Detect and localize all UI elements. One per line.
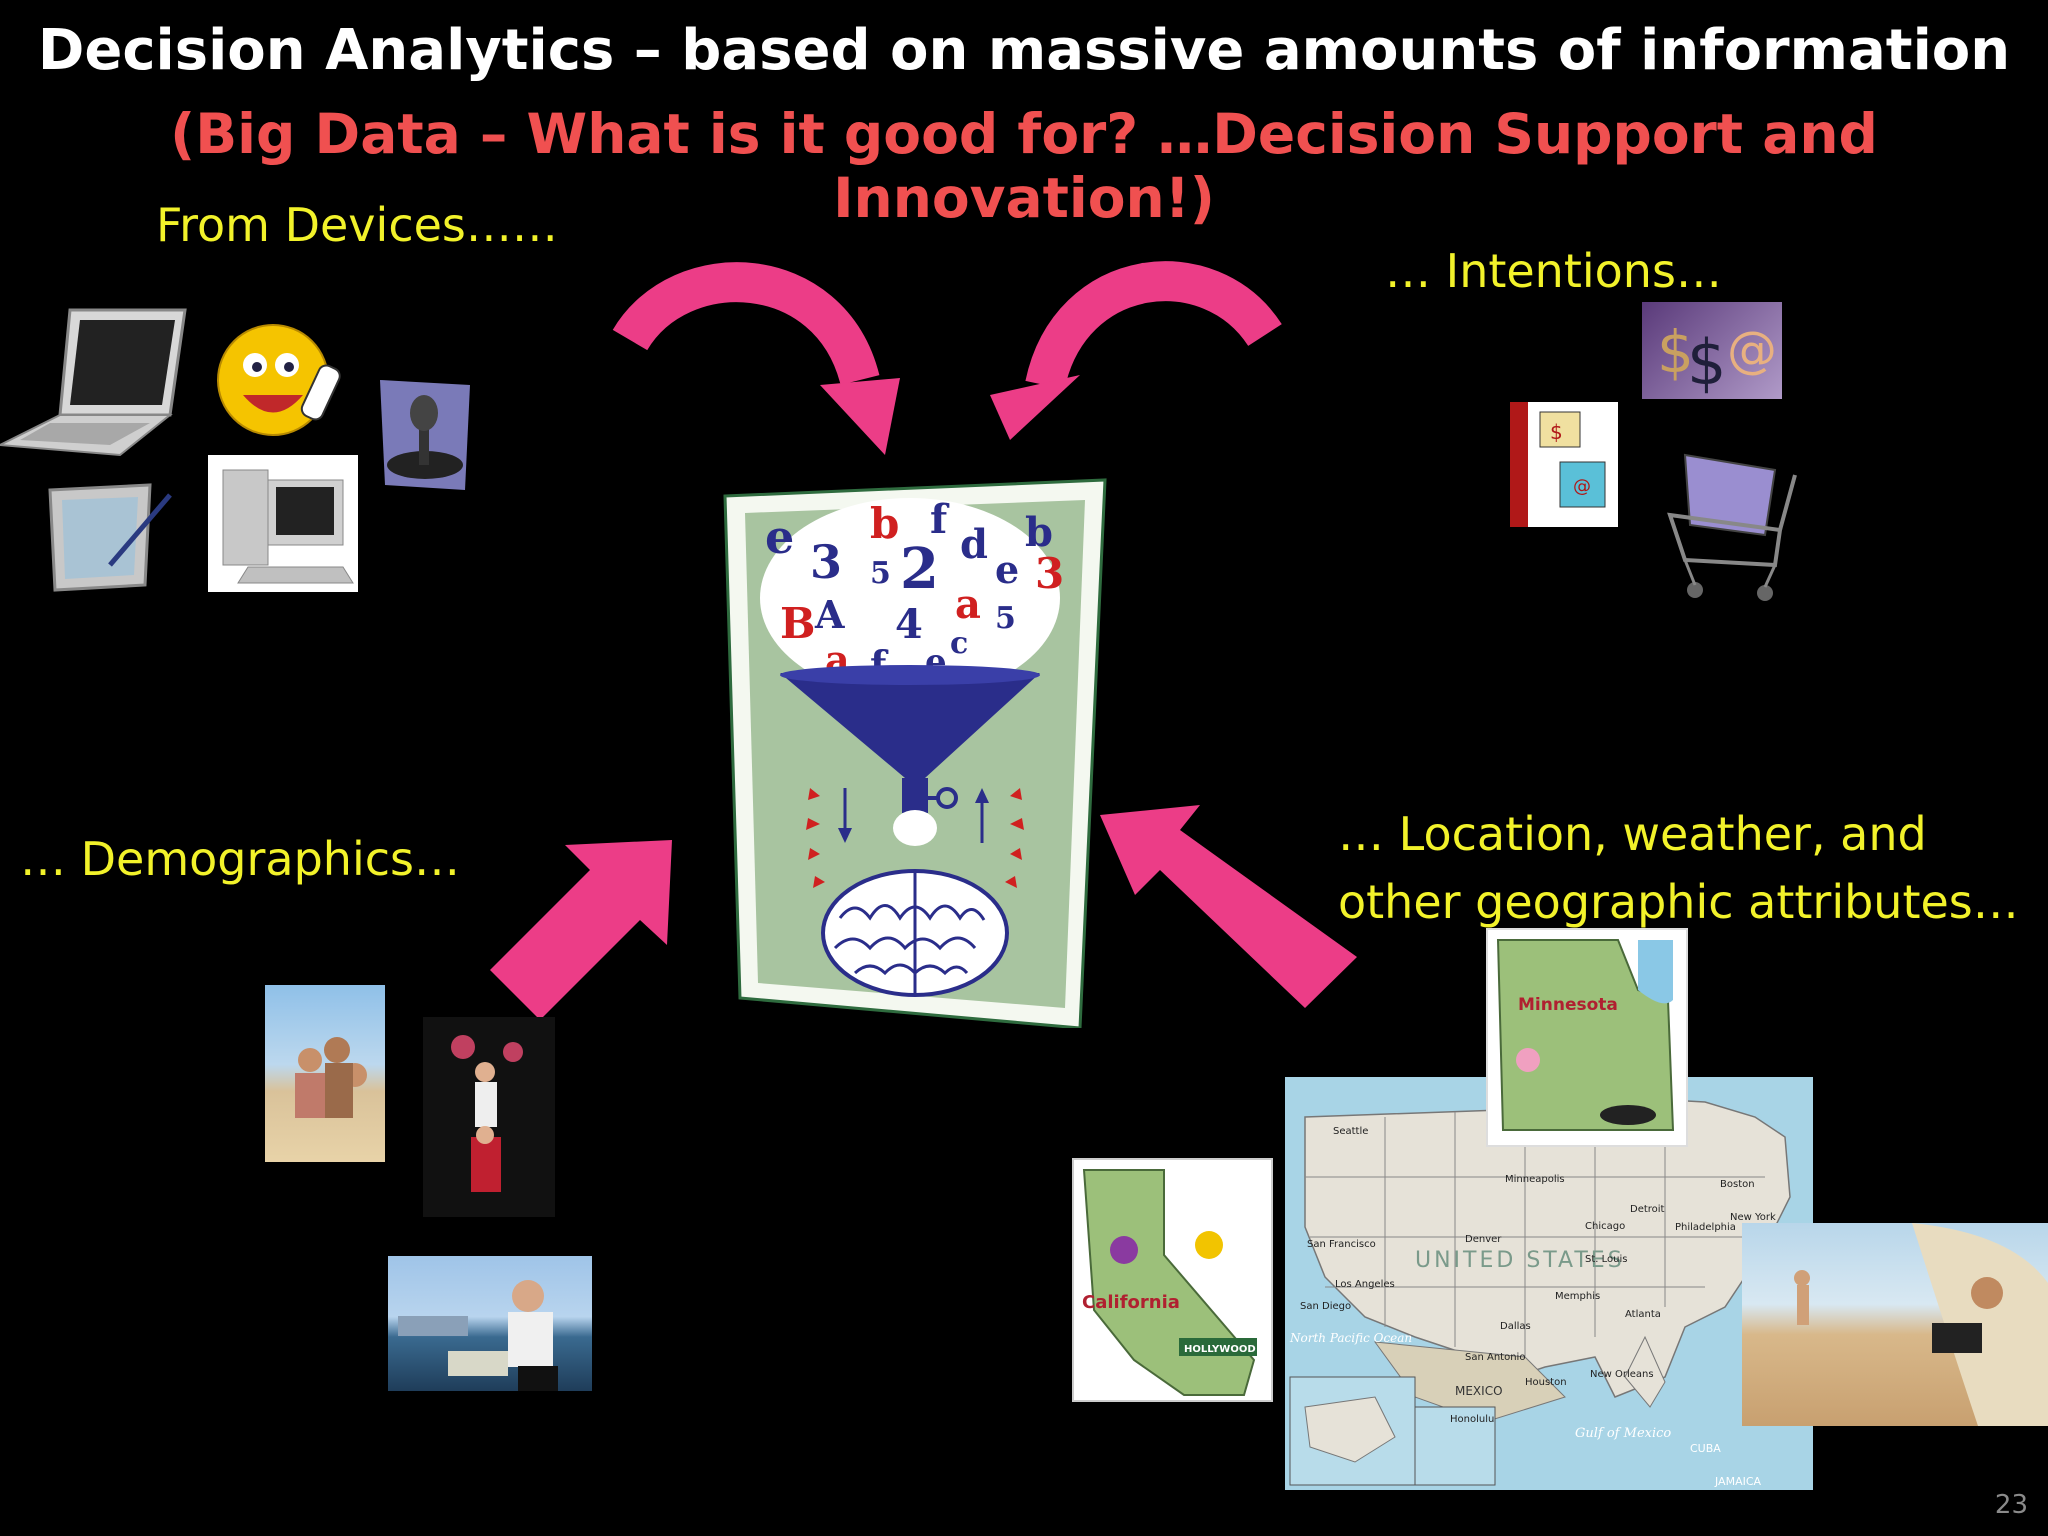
city-label: New York <box>1730 1212 1776 1223</box>
city-label: Denver <box>1465 1234 1502 1245</box>
minnesota-card-image: Minnesota <box>1486 928 1688 1147</box>
map-cuba-label: CUBA <box>1690 1442 1721 1455</box>
smiley-phone-icon <box>217 324 341 436</box>
city-label: Minneapolis <box>1505 1174 1565 1185</box>
funnel-brain-image: e b f d b 3 5 2 e 3 a B A 4 5 a f e c <box>723 478 1107 1028</box>
city-label: San Francisco <box>1307 1239 1376 1250</box>
letter: e <box>765 510 794 564</box>
tablet-pen-icon <box>48 483 172 592</box>
city-label: St. Louis <box>1585 1254 1627 1265</box>
family-beach-photo <box>265 985 385 1162</box>
city-label: Atlanta <box>1625 1309 1661 1320</box>
city-label: Chicago <box>1585 1221 1625 1232</box>
minnesota-label: Minnesota <box>1518 995 1618 1015</box>
slide-subtitle: (Big Data – What is it good for? …Decisi… <box>170 102 1878 230</box>
map-mexico-label: MEXICO <box>1455 1384 1503 1398</box>
label-intentions: … Intentions… <box>1385 244 1722 298</box>
city-label: Seattle <box>1333 1126 1368 1137</box>
brain-icon <box>821 869 1009 997</box>
letter: b <box>870 499 899 548</box>
city-label: Boston <box>1720 1179 1755 1190</box>
slide-title: Decision Analytics – based on massive am… <box>37 18 2011 83</box>
desktop-computer-icon <box>208 455 358 592</box>
cheerleaders-photo <box>423 1017 555 1217</box>
hollywood-label: HOLLYWOOD <box>1184 1344 1256 1355</box>
letter: 3 <box>810 535 842 589</box>
beach-laptop-photo <box>1742 1223 2048 1426</box>
label-location-line2: other geographic attributes… <box>1338 875 2019 929</box>
curved-arrow-left <box>612 262 900 455</box>
city-label: Detroit <box>1630 1204 1665 1215</box>
curved-arrow-right <box>990 261 1282 440</box>
letter: 5 <box>995 601 1016 636</box>
letter: a <box>955 581 981 628</box>
city-label: Honolulu <box>1450 1414 1494 1425</box>
bank-computer-icon: $ @ <box>1510 402 1618 527</box>
city-label: San Antonio <box>1465 1352 1525 1363</box>
california-card-image: California HOLLYWOOD <box>1072 1158 1273 1402</box>
letter: 2 <box>900 536 939 602</box>
california-label: California <box>1082 1292 1180 1313</box>
label-demographics: … Demographics… <box>20 832 460 886</box>
us-map-image: UNITED STATES MEXICO Gulf of Mexico CUBA… <box>1285 1077 1813 1490</box>
svg-text:$: $ <box>1550 420 1563 444</box>
funnel-icon <box>780 665 1040 846</box>
straight-arrow-left <box>490 840 672 1020</box>
label-devices: From Devices…… <box>156 198 558 252</box>
shopping-cart-laptop-icon <box>1667 453 1797 601</box>
svg-text:@: @ <box>1573 476 1591 497</box>
city-label: New Orleans <box>1590 1369 1654 1380</box>
letter: b <box>1025 509 1053 556</box>
city-label: Philadelphia <box>1675 1222 1736 1233</box>
city-label: Memphis <box>1555 1291 1600 1302</box>
map-pacific-label: North Pacific Ocean <box>1289 1331 1412 1345</box>
label-location: … Location, weather, and other geographi… <box>1338 800 2019 936</box>
letter: 4 <box>895 601 923 648</box>
city-label: Dallas <box>1500 1321 1531 1332</box>
letter: 3 <box>1035 549 1064 598</box>
letter: d <box>960 521 988 568</box>
label-location-line1: … Location, weather, and <box>1338 807 1927 861</box>
straight-arrow-right <box>1100 805 1357 1008</box>
letter: 5 <box>870 556 891 591</box>
svg-text:$: $ <box>1687 326 1726 399</box>
laptop-icon <box>0 308 187 457</box>
joystick-icon <box>380 380 470 490</box>
map-jamaica-label: JAMAICA <box>1714 1475 1762 1488</box>
letter: f <box>930 496 950 543</box>
svg-text:@: @ <box>1727 321 1777 379</box>
slide-number: 23 <box>1994 1490 2028 1520</box>
flow-arrows <box>806 788 1024 888</box>
city-label: Houston <box>1525 1377 1567 1388</box>
letter: A <box>814 592 845 637</box>
businessman-laptop-photo <box>388 1256 592 1391</box>
map-country-label: UNITED STATES <box>1415 1248 1625 1273</box>
map-gulf-label: Gulf of Mexico <box>1575 1426 1671 1441</box>
letter: B <box>780 599 816 648</box>
letter: e <box>995 547 1019 592</box>
letter: c <box>950 626 968 661</box>
money-symbols-icon: $ $ @ <box>1642 302 1782 399</box>
city-label: Los Angeles <box>1335 1279 1395 1290</box>
city-label: San Diego <box>1300 1301 1351 1312</box>
svg-text:$: $ <box>1657 318 1694 386</box>
